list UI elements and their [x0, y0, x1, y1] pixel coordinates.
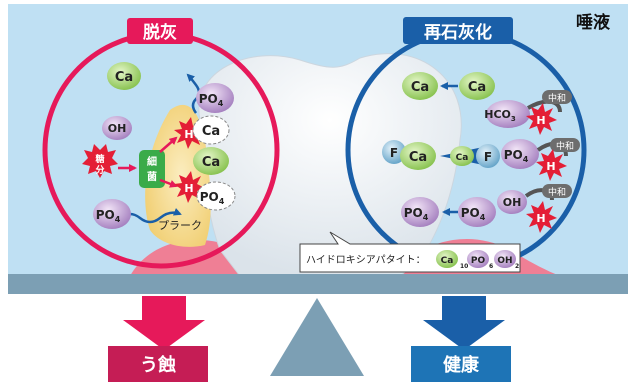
svg-text:Ca: Ca [468, 80, 486, 95]
svg-text:PO4: PO4 [504, 148, 529, 164]
ca-ion-left-middle: Ca [193, 147, 229, 175]
hco3-ion: HCO3 [484, 100, 530, 128]
svg-text:Ca: Ca [411, 80, 429, 95]
bacteria-label-top: 細 [147, 155, 157, 168]
svg-text:Ca: Ca [202, 124, 220, 139]
remineralization-label: 再石灰化 [424, 22, 492, 43]
svg-text:中和: 中和 [556, 140, 574, 152]
svg-text:PO4: PO4 [200, 190, 225, 206]
svg-text:H: H [184, 182, 193, 195]
ca-ion-right-small: Ca [450, 146, 474, 166]
ca-ion-right-middle: Ca [400, 142, 436, 170]
h-ion-right-bottom: H [526, 201, 557, 233]
ca-ion-right-top-a: Ca [402, 72, 438, 100]
svg-text:H: H [184, 128, 193, 141]
f-ion-right: F [476, 144, 500, 168]
neutralize-tag-bottom: 中和 [542, 184, 572, 198]
svg-text:Ca: Ca [441, 256, 454, 266]
plaque-label: プラーク [158, 219, 202, 232]
f-ion-left: F [382, 140, 406, 164]
svg-text:OH: OH [108, 122, 127, 135]
svg-text:H: H [536, 114, 545, 127]
svg-text:Ca: Ca [409, 150, 427, 165]
svg-text:中和: 中和 [548, 186, 566, 198]
svg-text:F: F [390, 146, 398, 160]
bacteria-label-bottom: 菌 [147, 170, 157, 183]
sugar-burst: 糖 分 [82, 144, 118, 178]
caries-arrow [123, 296, 205, 350]
caries-badge [108, 346, 208, 382]
svg-text:PO4: PO4 [461, 206, 486, 222]
demineralization-label: 脱灰 [143, 22, 177, 43]
h-ion-right-top: H [526, 103, 557, 135]
bacteria-to-h-bottom-arrow [159, 178, 178, 188]
tooth [198, 53, 462, 277]
svg-text:OH: OH [503, 196, 522, 209]
po4-ion-right-bottom-a: PO4 [401, 197, 439, 227]
health-label: 健康 [443, 354, 480, 376]
sugar-label-top: 糖 [95, 153, 104, 165]
ca-ion-right-top-b: Ca [459, 72, 495, 100]
remineralization-badge [403, 17, 513, 44]
oh-ion-right: OH [497, 190, 527, 214]
demineralization-badge [127, 18, 193, 44]
ca-ion-left-top: Ca [107, 62, 141, 90]
neutralize-tag-top: 中和 [542, 90, 572, 104]
svg-text:PO4: PO4 [404, 206, 429, 222]
svg-text:HCO3: HCO3 [484, 108, 516, 123]
svg-text:PO4: PO4 [199, 92, 224, 108]
svg-text:H: H [536, 212, 545, 225]
ca-ion-left-dashed: Ca [192, 115, 230, 145]
po4-ion-left-dashed: PO4 [196, 181, 236, 211]
svg-text:OH: OH [497, 256, 512, 266]
svg-text:Ca: Ca [115, 70, 133, 85]
po4-ion-left-bottom: PO4 [93, 199, 131, 229]
svg-text:6: 6 [489, 263, 493, 270]
svg-text:Ca: Ca [456, 153, 469, 163]
sugar-label-bottom: 分 [95, 164, 104, 176]
svg-text:中和: 中和 [548, 92, 566, 104]
caries-label: う蝕 [140, 354, 176, 376]
svg-text:H: H [546, 160, 555, 173]
svg-text:Ca: Ca [202, 155, 220, 170]
hap-oh: OH 2 [494, 250, 519, 270]
h-ion-right-middle: H [536, 149, 567, 181]
po4-ion-right-bottom-b: PO4 [458, 197, 496, 227]
svg-text:F: F [484, 150, 492, 164]
svg-text:PO: PO [471, 256, 486, 266]
health-badge [411, 346, 511, 382]
hydroxyapatite-callout: ハイドロキシアパタイト： Ca 10 PO 6 OH 2 [299, 231, 521, 273]
svg-text:2: 2 [515, 263, 519, 270]
balance-beam [8, 274, 628, 294]
bacteria-to-h-top-arrow [159, 136, 178, 153]
po4-ion-right-middle: PO4 [501, 139, 539, 169]
neutralize-tag-middle: 中和 [550, 138, 580, 152]
svg-text:PO4: PO4 [96, 208, 121, 224]
hydroxyapatite-label: ハイドロキシアパタイト： [306, 254, 426, 266]
health-arrow [423, 296, 505, 350]
balance-fulcrum [270, 298, 364, 376]
bacteria-box: 細 菌 [139, 150, 165, 188]
saliva-label: 唾液 [576, 12, 610, 33]
po4-ion-left-top: PO4 [196, 83, 234, 113]
hap-ca: Ca 10 [436, 250, 468, 270]
oh-ion-left: OH [102, 116, 132, 140]
svg-text:10: 10 [460, 263, 468, 270]
hap-po: PO 6 [467, 250, 493, 270]
